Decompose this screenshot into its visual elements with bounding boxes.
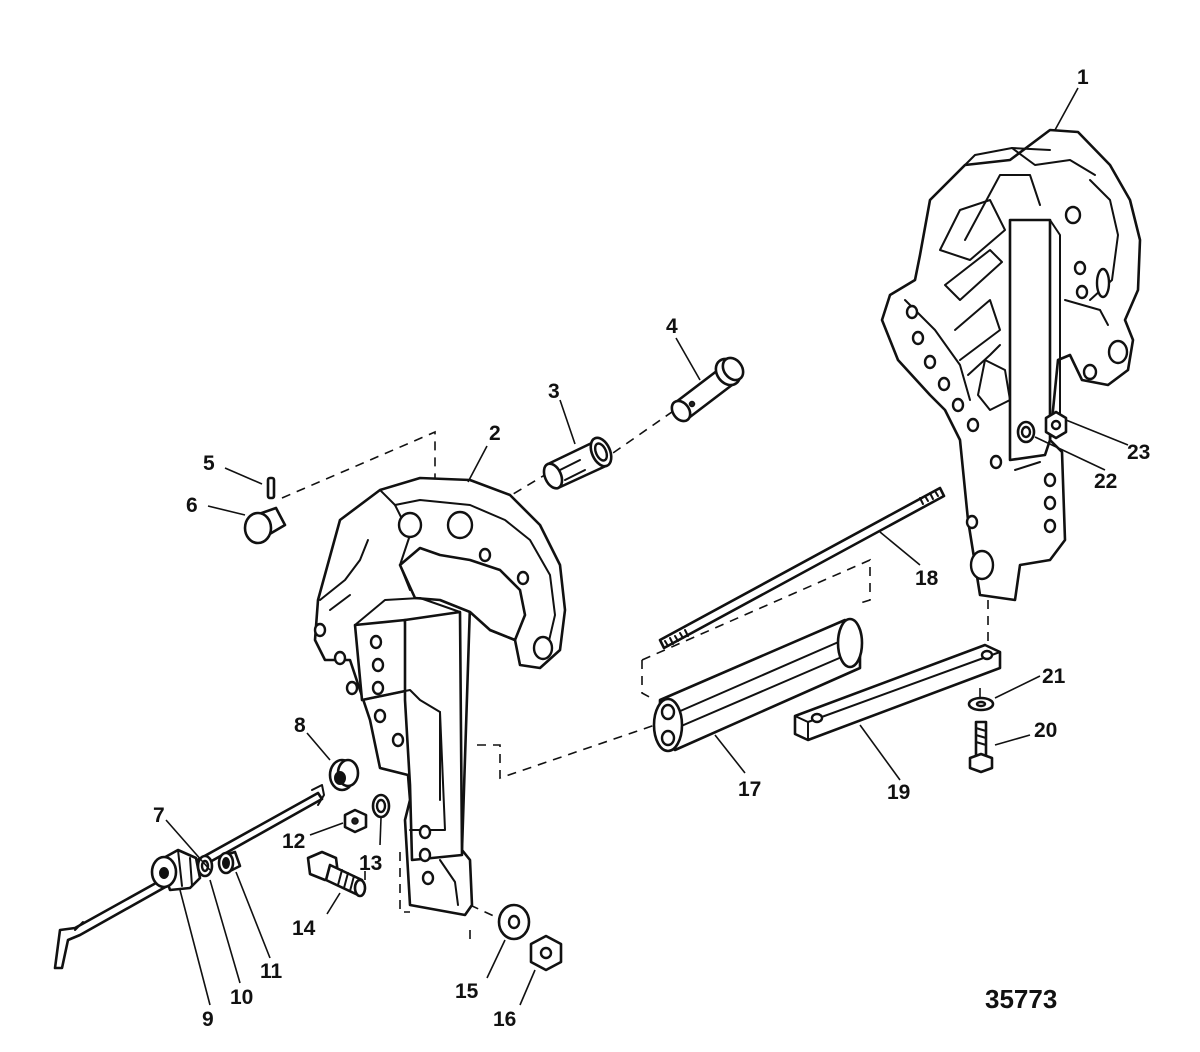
callout-23: 23 [1127, 441, 1150, 464]
callout-8: 8 [294, 714, 306, 737]
part-9-knob-nut [150, 848, 202, 892]
part-3-bushing [542, 436, 613, 490]
part-20-bolt [968, 720, 994, 774]
part-23-nut [1044, 410, 1068, 440]
part-14-bolt [306, 850, 367, 898]
callout-7: 7 [153, 804, 165, 827]
part-21-washer [967, 696, 995, 712]
callout-4: 4 [666, 315, 678, 338]
callout-1: 1 [1077, 66, 1089, 89]
part-4-pivot-pin [670, 356, 745, 423]
part-12-nut [343, 808, 368, 834]
callout-6: 6 [186, 494, 198, 517]
callout-18: 18 [915, 567, 939, 590]
callout-9: 9 [202, 1008, 214, 1031]
callout-15: 15 [455, 980, 479, 1003]
callout-17: 17 [738, 778, 761, 801]
callout-3: 3 [548, 380, 560, 403]
part-1-right-clamp-bracket [880, 128, 1142, 602]
part-8-grommet [328, 758, 360, 792]
part-13-washer [371, 793, 391, 819]
figure-number: 35773 [985, 984, 1057, 1014]
callout-13: 13 [359, 852, 382, 875]
part-2-left-clamp-bracket [313, 476, 567, 917]
callout-labels: 1 2 3 4 5 6 7 8 9 10 11 12 13 14 15 16 1… [153, 66, 1150, 1031]
part-22-washer [1016, 420, 1036, 444]
callout-2: 2 [489, 422, 501, 445]
callout-20: 20 [1034, 719, 1057, 742]
callout-5: 5 [203, 452, 215, 475]
part-15-flat-washer [497, 903, 531, 941]
part-17-spacer [652, 617, 864, 753]
part-19-bar-plate [793, 643, 1002, 742]
part-6-cap [243, 506, 287, 545]
callout-10: 10 [230, 986, 253, 1009]
callout-22: 22 [1094, 470, 1117, 493]
callout-16: 16 [493, 1008, 516, 1031]
callout-14: 14 [292, 917, 316, 940]
part-11-small-bushing [217, 850, 242, 875]
callout-21: 21 [1042, 665, 1066, 688]
callout-11: 11 [260, 960, 283, 983]
callout-leader-lines [165, 87, 1129, 1006]
part-16-nut [529, 934, 563, 972]
callout-19: 19 [887, 781, 910, 804]
callout-12: 12 [282, 830, 305, 853]
part-18-threaded-rod [658, 486, 946, 650]
part-5-cotter-pin [266, 476, 276, 500]
